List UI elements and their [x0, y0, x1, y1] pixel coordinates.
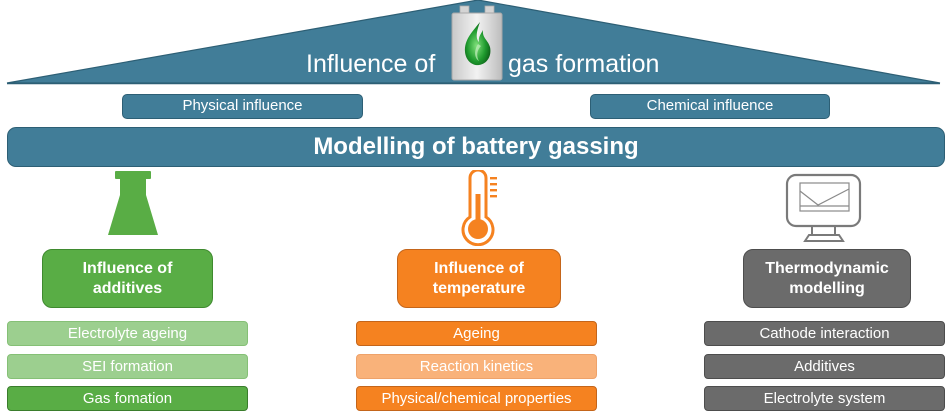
category-additives-line2: additives: [92, 279, 163, 297]
category-temperature-line2: temperature: [432, 279, 526, 297]
list-item-ageing: Ageing: [356, 321, 597, 346]
list-item-physical-chemical-properties: Physical/chemical properties: [356, 386, 597, 411]
category-thermodynamic: Thermodynamic modelling: [743, 249, 911, 308]
battery-gas-flame-icon: [451, 5, 503, 81]
list-item-additives: Additives: [704, 354, 945, 379]
physical-influence-label: Physical influence: [122, 94, 363, 119]
category-additives-line1: Influence of: [82, 259, 173, 277]
roof-title-right: gas formation: [508, 50, 660, 78]
category-temperature: Influence of temperature: [397, 249, 561, 308]
list-item-sei-formation: SEI formation: [7, 354, 248, 379]
category-additives: Influence of additives: [42, 249, 213, 308]
list-item-electrolyte-ageing: Electrolyte ageing: [7, 321, 248, 346]
thermometer-icon: [461, 170, 497, 246]
category-thermodynamic-line2: modelling: [789, 279, 865, 297]
category-thermodynamic-line1: Thermodynamic: [765, 259, 889, 277]
flask-icon: [108, 171, 158, 235]
computer-monitor-chart-icon: [785, 173, 862, 242]
chemical-influence-label: Chemical influence: [590, 94, 830, 119]
main-bar-modelling: Modelling of battery gassing: [7, 127, 945, 167]
list-item-electrolyte-system: Electrolyte system: [704, 386, 945, 411]
list-item-gas-formation: Gas fomation: [7, 386, 248, 411]
list-item-cathode-interaction: Cathode interaction: [704, 321, 945, 346]
list-item-reaction-kinetics: Reaction kinetics: [356, 354, 597, 379]
category-temperature-line1: Influence of: [434, 259, 524, 277]
roof-title-left: Influence of: [306, 50, 436, 78]
